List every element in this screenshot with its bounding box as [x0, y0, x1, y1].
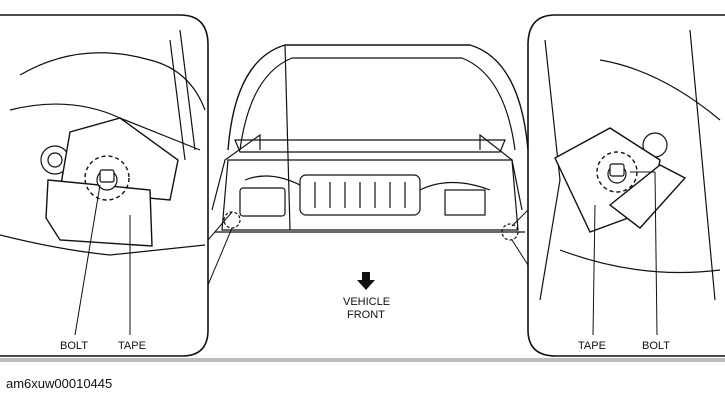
left-inset-bracket	[9, 103, 201, 151]
right-bolt-leader-drop	[654, 171, 658, 336]
hood-prop-rod	[284, 44, 291, 231]
left-inset-frame-rail	[0, 234, 206, 256]
right-tape-leader	[592, 204, 596, 336]
left-bolt-label: BOLT	[60, 340, 88, 352]
right-bolt-head	[609, 163, 625, 177]
right-inset-rail	[599, 59, 721, 121]
right-inset-frame-rail	[559, 249, 721, 274]
air-box	[239, 187, 286, 217]
right-tape-label: TAPE	[578, 340, 606, 352]
cowl-panel	[234, 139, 506, 153]
left-detail-inset	[0, 14, 209, 357]
left-attachment-point	[223, 211, 241, 229]
right-inset-frame	[527, 14, 725, 357]
vehicle-front-label-line2: FRONT	[347, 309, 385, 321]
left-tape-lower	[45, 179, 153, 247]
right-attachment-point	[501, 223, 519, 241]
left-tape-label: TAPE	[118, 340, 146, 352]
left-callout-lines	[207, 211, 233, 286]
right-fender	[479, 133, 523, 211]
left-inset-grommet-inner	[47, 152, 63, 168]
intake-hose	[244, 175, 301, 186]
vehicle-front-view	[211, 44, 529, 241]
hood-inner-line	[239, 57, 516, 151]
right-inset-edge	[689, 29, 716, 301]
right-callout-lines	[511, 209, 529, 266]
vehicle-front-label-line1: VEHICLE	[343, 296, 390, 308]
open-hood	[227, 44, 529, 151]
left-bolt-head	[99, 169, 115, 183]
left-bolt-highlight-circle	[84, 155, 130, 201]
battery	[444, 189, 486, 216]
engine-ribs	[314, 182, 406, 208]
engine-bay-outline	[221, 159, 519, 231]
right-inset-panel	[539, 39, 561, 301]
left-bolt-leader	[74, 184, 101, 336]
figure-code: am6xuw00010445	[6, 376, 113, 391]
engine-cover	[299, 174, 421, 216]
vehicle-front-arrow-icon	[357, 272, 375, 290]
left-fender	[211, 133, 261, 211]
right-bolt-label: BOLT	[642, 340, 670, 352]
left-inset-hose	[19, 52, 206, 111]
left-inset-frame	[0, 14, 209, 357]
right-tape-lower	[608, 164, 687, 229]
right-detail-inset	[527, 14, 725, 357]
left-inset-strut	[169, 29, 196, 161]
coolant-hose	[419, 181, 491, 191]
